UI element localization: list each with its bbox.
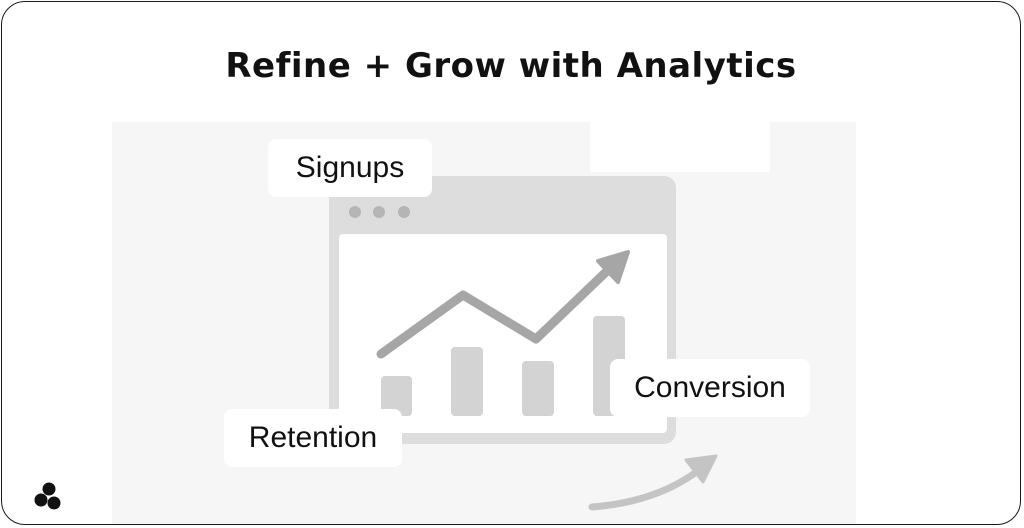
blank-box xyxy=(590,122,770,172)
three-dot-cluster-icon xyxy=(34,482,61,510)
window-dot-icon xyxy=(349,206,361,218)
conversion-label: Conversion xyxy=(610,359,810,417)
window-dot-icon xyxy=(398,206,410,218)
window-dot-icon xyxy=(373,206,385,218)
signups-label: Signups xyxy=(268,139,432,197)
chart-bar xyxy=(522,361,554,416)
retention-label: Retention xyxy=(224,409,402,467)
curved-arrow-icon xyxy=(588,454,718,511)
chart-bar xyxy=(451,347,483,416)
page-title: Refine + Grow with Analytics xyxy=(225,46,797,86)
chart-bar xyxy=(381,376,412,416)
trend-up-arrow-icon xyxy=(376,250,630,359)
